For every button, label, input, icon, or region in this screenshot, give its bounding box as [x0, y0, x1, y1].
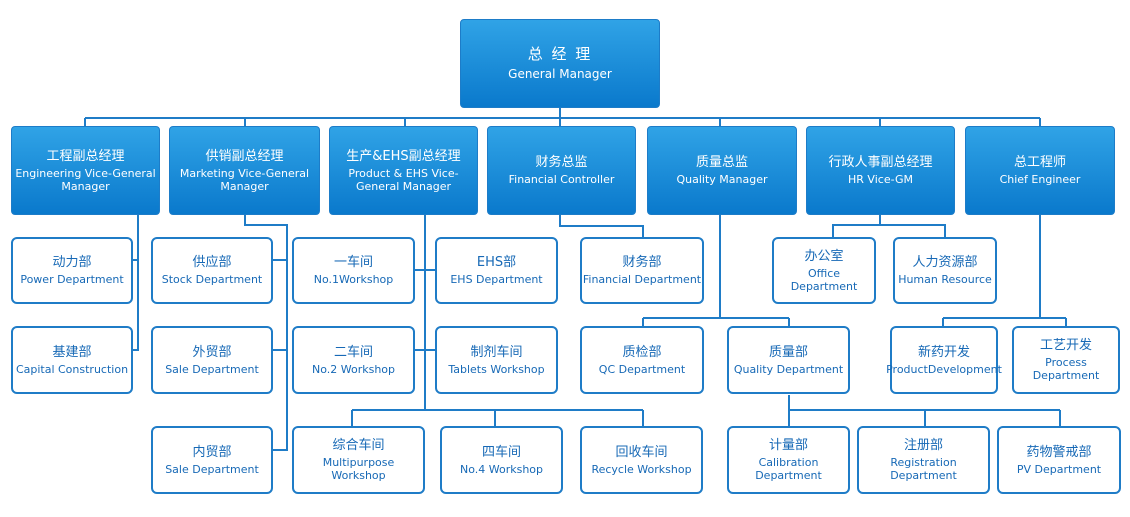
dept-name-zh: 外贸部: [192, 344, 232, 360]
dept-power: 动力部 Power Department: [11, 237, 133, 304]
dept-name-en: Registration Department: [890, 456, 957, 482]
product-ehs-vgm-box: 生产&EHS副总经理 Product & EHS Vice-General Ma…: [329, 126, 478, 215]
executive-title-zh: 生产&EHS副总经理: [346, 148, 461, 164]
dept-name-en: No.2 Workshop: [311, 362, 396, 376]
dept-name-zh: 供应部: [192, 255, 232, 270]
dept-name-zh: 一车间: [333, 255, 373, 270]
executive-title-en: Engineering Vice-General Manager: [15, 166, 156, 193]
dept-name-en: QC Department: [598, 362, 686, 376]
dept-financial: 财务部 Financial Department: [580, 237, 704, 304]
executive-title-zh: 供销副总经理: [205, 148, 284, 164]
engineering-vgm-box: 工程副总经理 Engineering Vice-General Manager: [11, 126, 160, 215]
dept-process-development: 工艺开发 Process Department: [1012, 326, 1120, 394]
dept-name-zh: 综合车间: [332, 438, 385, 453]
dept-ehs: EHS部 EHS Department: [435, 237, 558, 304]
dept-name-en: Capital Construction: [15, 362, 129, 376]
chief-engineer-box: 总工程师 Chief Engineer: [965, 126, 1115, 215]
dept-pv: 药物警戒部 PV Department: [997, 426, 1121, 494]
dept-name-zh: 注册部: [903, 438, 943, 453]
dept-name-en: PV Department: [1016, 462, 1102, 476]
dept-no4-workshop: 四车间 No.4 Workshop: [440, 426, 563, 494]
executive-title-zh: 工程副总经理: [46, 148, 125, 164]
executive-title-zh: 质量总监: [695, 155, 748, 170]
dept-name-en: Multipurpose Workshop: [322, 456, 395, 482]
dept-name-en: Process Department: [1032, 356, 1100, 382]
marketing-vgm-box: 供销副总经理 Marketing Vice-General Manager: [169, 126, 320, 215]
dept-name-en: No.4 Workshop: [459, 462, 544, 476]
dept-name-en: ProductDevelopment: [886, 362, 1002, 376]
executive-title-en: Quality Manager: [676, 173, 768, 186]
executive-title-en: Product & EHS Vice-General Manager: [348, 166, 459, 193]
dept-name-en: Stock Department: [161, 273, 263, 286]
executive-title-en: Marketing Vice-General Manager: [179, 166, 310, 193]
dept-name-zh: 动力部: [52, 255, 92, 270]
dept-name-zh: 二车间: [333, 344, 373, 360]
dept-name-en: Sale Department: [165, 362, 259, 376]
dept-name-zh: 基建部: [52, 344, 92, 360]
financial-controller-box: 财务总监 Financial Controller: [487, 126, 636, 215]
dept-no2-workshop: 二车间 No.2 Workshop: [292, 326, 415, 394]
quality-manager-box: 质量总监 Quality Manager: [647, 126, 797, 215]
dept-name-en: Sale Department: [165, 462, 259, 476]
hr-vgm-box: 行政人事副总经理 HR Vice-GM: [806, 126, 955, 215]
dept-name-en: Recycle Workshop: [591, 462, 692, 476]
dept-qc: 质检部 QC Department: [580, 326, 704, 394]
dept-name-en: Office Department: [790, 266, 858, 293]
dept-name-zh: 新药开发: [917, 344, 970, 360]
dept-name-zh: 内贸部: [192, 444, 232, 460]
dept-name-en: Quality Department: [733, 362, 844, 376]
dept-name-zh: 办公室: [804, 248, 844, 264]
dept-capital-construction: 基建部 Capital Construction: [11, 326, 133, 394]
dept-multipurpose-workshop: 综合车间 Multipurpose Workshop: [292, 426, 425, 494]
dept-foreign-trade: 外贸部 Sale Department: [151, 326, 273, 394]
dept-name-en: Tablets Workshop: [448, 362, 545, 376]
dept-name-en: Human Resource: [898, 273, 992, 286]
dept-name-en: Calibration Department: [755, 456, 822, 482]
dept-name-en: Financial Department: [582, 273, 702, 286]
dept-name-en: No.1Workshop: [313, 273, 394, 286]
dept-name-zh: 计量部: [768, 438, 808, 453]
dept-name-zh: 四车间: [481, 444, 521, 460]
dept-human-resource: 人力资源部 Human Resource: [893, 237, 997, 304]
executive-title-en: Chief Engineer: [999, 173, 1081, 186]
dept-no1-workshop: 一车间 No.1Workshop: [292, 237, 415, 304]
executive-title-zh: 行政人事副总经理: [828, 155, 933, 170]
dept-name-zh: 药物警戒部: [1026, 444, 1092, 460]
dept-name-zh: 财务部: [622, 255, 662, 270]
dept-calibration: 计量部 Calibration Department: [727, 426, 850, 494]
general-manager-title-zh: 总 经 理: [527, 45, 593, 63]
dept-name-zh: 质检部: [622, 344, 662, 360]
dept-stock: 供应部 Stock Department: [151, 237, 273, 304]
dept-name-zh: 工艺开发: [1039, 338, 1092, 353]
dept-name-zh: 制剂车间: [470, 344, 523, 360]
general-manager-box: 总 经 理 General Manager: [460, 19, 660, 108]
dept-name-zh: 质量部: [768, 344, 808, 360]
dept-quality: 质量部 Quality Department: [727, 326, 850, 394]
executive-title-en: HR Vice-GM: [848, 173, 913, 186]
dept-name-zh: 回收车间: [615, 444, 668, 460]
dept-tablets-workshop: 制剂车间 Tablets Workshop: [435, 326, 558, 394]
dept-registration: 注册部 Registration Department: [857, 426, 990, 494]
dept-new-drug-development: 新药开发 ProductDevelopment: [886, 326, 1002, 394]
executive-title-en: Financial Controller: [508, 173, 615, 186]
dept-name-zh: EHS部: [476, 255, 517, 270]
general-manager-title-en: General Manager: [508, 67, 612, 81]
executive-title-zh: 总工程师: [1013, 155, 1066, 170]
dept-recycle-workshop: 回收车间 Recycle Workshop: [580, 426, 703, 494]
dept-domestic-trade: 内贸部 Sale Department: [151, 426, 273, 494]
dept-name-en: Power Department: [20, 273, 124, 286]
dept-name-en: EHS Department: [450, 273, 543, 286]
executive-title-zh: 财务总监: [535, 155, 588, 170]
dept-office: 办公室 Office Department: [772, 237, 876, 304]
dept-name-zh: 人力资源部: [912, 255, 978, 270]
